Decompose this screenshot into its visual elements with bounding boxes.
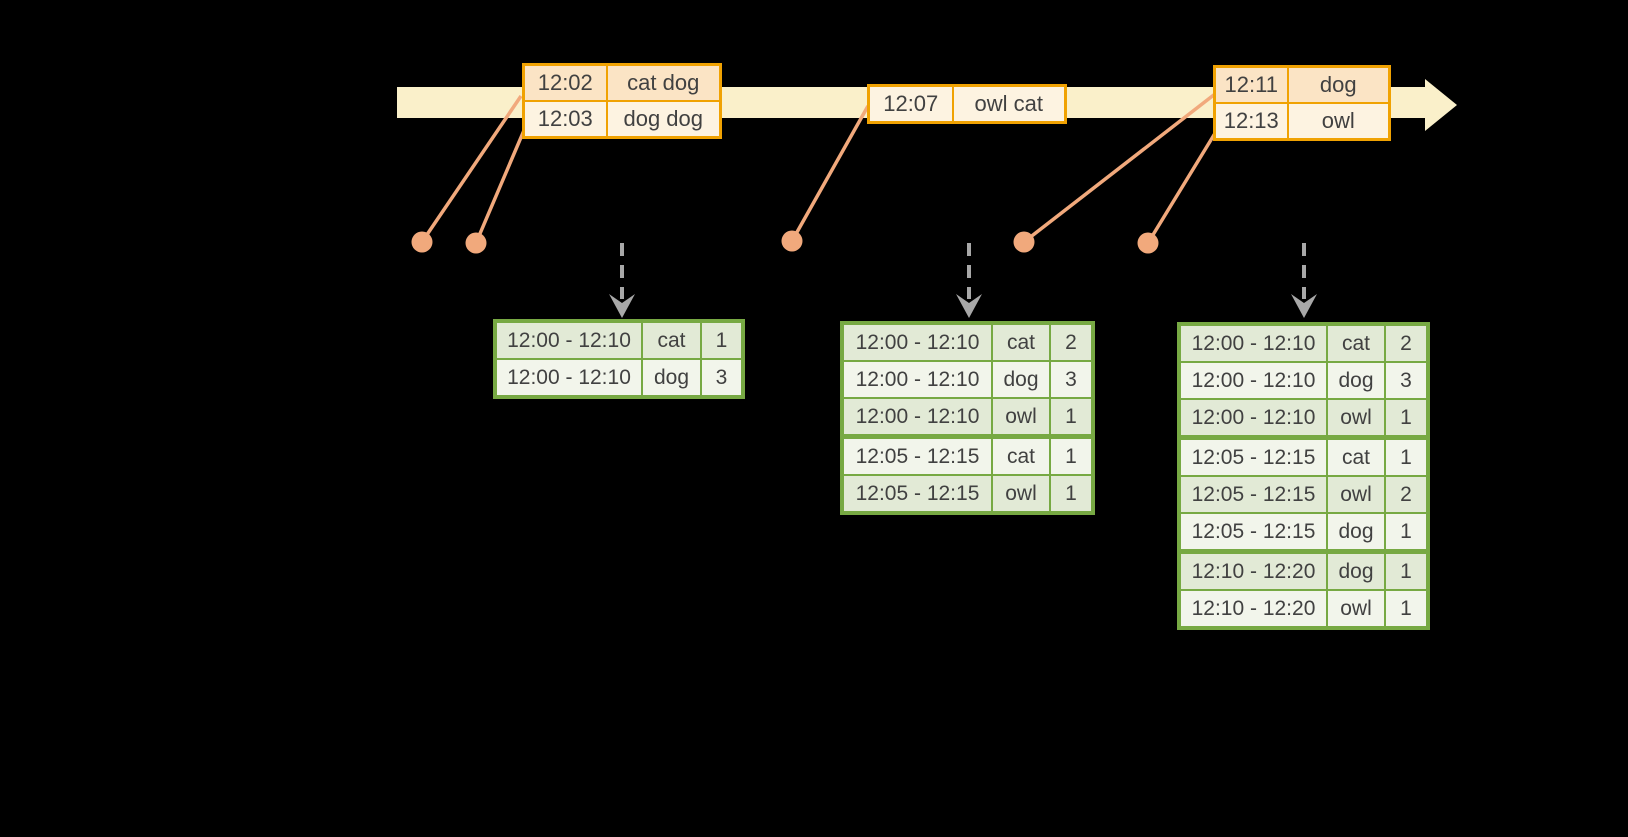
window-cell: 12:00 - 12:10 <box>1178 323 1328 363</box>
event-dot-icon <box>465 232 487 254</box>
trigger-arrowhead-icon <box>609 294 635 318</box>
word-cell: cat <box>991 322 1051 362</box>
window-cell: 12:00 - 12:10 <box>494 320 643 360</box>
word-cell: dog <box>1326 549 1386 591</box>
word-cell: dog <box>1326 361 1386 400</box>
event-time-cell: 12:13 <box>1213 102 1289 141</box>
word-cell: dog <box>1326 512 1386 553</box>
count-cell: 1 <box>1384 549 1429 591</box>
event-dot-icon <box>1137 232 1159 254</box>
event-time-cell: 12:03 <box>522 100 608 139</box>
word-cell: cat <box>1326 435 1386 477</box>
word-cell: owl <box>1326 589 1386 629</box>
word-cell: owl <box>991 397 1051 438</box>
count-cell: 1 <box>1049 474 1094 514</box>
event-words-cell: dog <box>1286 65 1391 104</box>
count-cell: 3 <box>1049 360 1094 399</box>
word-cell: owl <box>1326 398 1386 439</box>
event-connector-line <box>474 127 527 244</box>
count-cell: 2 <box>1384 323 1429 363</box>
window-cell: 12:00 - 12:10 <box>841 360 993 399</box>
trigger-arrowhead-icon <box>1291 294 1317 318</box>
window-cell: 12:05 - 12:15 <box>841 474 993 514</box>
count-cell: 1 <box>700 320 744 360</box>
event-words-cell: dog dog <box>605 100 722 139</box>
event-words-cell: owl <box>1286 102 1391 141</box>
word-cell: cat <box>641 320 702 360</box>
count-cell: 1 <box>1049 397 1094 438</box>
word-cell: dog <box>991 360 1051 399</box>
word-cell: owl <box>1326 475 1386 514</box>
window-cell: 12:00 - 12:10 <box>1178 398 1328 439</box>
count-cell: 3 <box>700 358 744 398</box>
word-cell: dog <box>641 358 702 398</box>
count-cell: 1 <box>1384 435 1429 477</box>
event-time-cell: 12:02 <box>522 63 608 102</box>
timeline-arrowhead-icon <box>1425 79 1457 131</box>
window-cell: 12:05 - 12:15 <box>841 434 993 476</box>
event-time-cell: 12:11 <box>1213 65 1289 104</box>
count-cell: 2 <box>1384 475 1429 514</box>
count-cell: 1 <box>1384 398 1429 439</box>
window-cell: 12:00 - 12:10 <box>1178 361 1328 400</box>
count-cell: 3 <box>1384 361 1429 400</box>
window-cell: 12:05 - 12:15 <box>1178 435 1328 477</box>
count-cell: 1 <box>1049 434 1094 476</box>
word-cell: owl <box>991 474 1051 514</box>
event-connector-line <box>790 105 870 242</box>
window-cell: 12:05 - 12:15 <box>1178 512 1328 553</box>
event-dot-icon <box>411 231 433 253</box>
window-cell: 12:00 - 12:10 <box>841 397 993 438</box>
window-cell: 12:10 - 12:20 <box>1178 549 1328 591</box>
count-cell: 1 <box>1384 512 1429 553</box>
event-dot-icon <box>1013 231 1035 253</box>
window-cell: 12:00 - 12:10 <box>841 322 993 362</box>
count-cell: 2 <box>1049 322 1094 362</box>
word-cell: cat <box>1326 323 1386 363</box>
event-connector-line <box>1146 129 1219 244</box>
window-cell: 12:00 - 12:10 <box>494 358 643 398</box>
event-dot-icon <box>781 230 803 252</box>
event-time-cell: 12:07 <box>867 84 954 124</box>
event-words-cell: cat dog <box>605 63 722 102</box>
trigger-arrowhead-icon <box>956 294 982 318</box>
window-cell: 12:10 - 12:20 <box>1178 589 1328 629</box>
word-cell: cat <box>991 434 1051 476</box>
window-cell: 12:05 - 12:15 <box>1178 475 1328 514</box>
event-words-cell: owl cat <box>951 84 1067 124</box>
count-cell: 1 <box>1384 589 1429 629</box>
